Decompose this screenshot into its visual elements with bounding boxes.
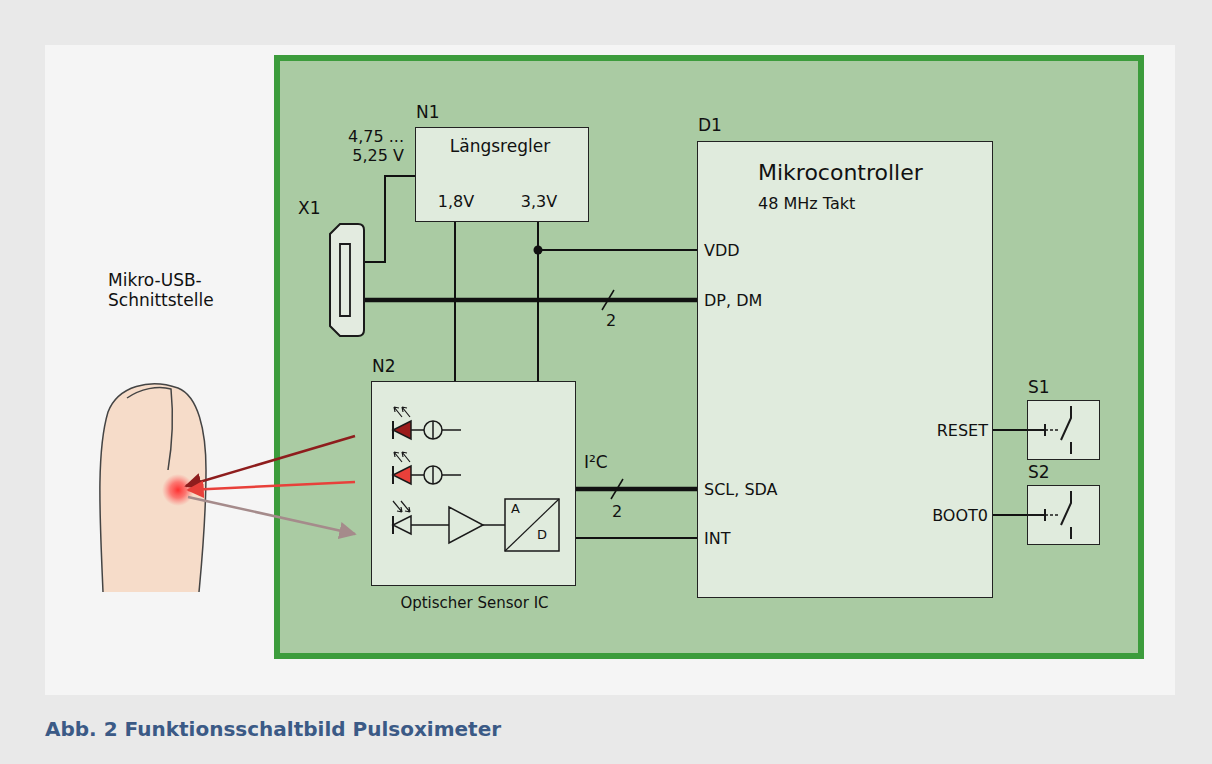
symbol-stroke: [393, 466, 411, 484]
block-title: Längsregler: [416, 136, 584, 156]
symbol-stroke: [505, 499, 559, 551]
part-name: S2: [1028, 462, 1050, 482]
finger-illustration: [100, 384, 206, 592]
symbol-stroke: [394, 452, 402, 462]
boot-switch-symbol: [1027, 485, 1100, 545]
symbol-stroke: [424, 466, 442, 484]
symbol-stroke: [1045, 429, 1059, 431]
wire: [538, 222, 697, 250]
symbol-stroke: [1045, 514, 1059, 516]
block-subtitle: 48 MHz Takt: [758, 194, 855, 213]
pin-label: VDD: [704, 241, 740, 260]
voltage-regulator: N1Längsregler1,8V3,3V: [415, 127, 589, 222]
figure-caption: Abb. 2 Funktionsschaltbild Pulsoximeter: [45, 717, 501, 741]
symbol-stroke: [394, 407, 402, 417]
reset-switch: S1: [1027, 400, 1100, 460]
usb-connector: X1: [326, 222, 366, 338]
pin-label: SCL, SDA: [704, 480, 778, 499]
symbol-stroke: [432, 466, 434, 484]
reset-switch-symbol: [1027, 400, 1100, 460]
symbol-stroke: [432, 421, 434, 439]
bus-name: I²C: [584, 452, 608, 472]
junction-dot: [534, 246, 543, 255]
wire: [993, 514, 1027, 516]
bus-slash: [602, 290, 614, 310]
optical-sensor: N2Optischer Sensor IC: [371, 381, 576, 586]
wire: [364, 176, 415, 262]
block-title: Mikrocontroller: [758, 160, 923, 186]
symbol-stroke: [402, 407, 410, 417]
wire: [993, 429, 1027, 431]
symbol-stroke: [393, 516, 411, 534]
symbol-stroke: [1027, 514, 1045, 516]
pin-label: BOOT0: [868, 506, 988, 525]
symbol-stroke: [392, 466, 394, 484]
boot-switch: S2: [1027, 485, 1100, 545]
symbol-stroke: [392, 516, 394, 534]
wire: [576, 537, 697, 539]
bus-slash: [611, 479, 623, 499]
symbol-stroke: [411, 429, 461, 431]
bus-width: 2: [606, 311, 616, 330]
symbol-stroke: [505, 499, 559, 551]
symbol-stroke: [401, 501, 410, 512]
converter-label: D: [537, 527, 547, 543]
pin-label: 1,8V: [426, 192, 486, 211]
light-ray: [186, 436, 355, 486]
bus-line: [576, 487, 697, 492]
symbol-stroke: [340, 244, 350, 316]
symbol-stroke: [411, 524, 505, 526]
light-ray: [188, 482, 355, 490]
pin-label: INT: [704, 529, 730, 548]
circuit-board: [277, 58, 1141, 656]
part-name: X1: [298, 198, 320, 218]
block-title: Optischer Sensor IC: [372, 594, 577, 612]
part-name: S1: [1028, 377, 1050, 397]
symbol-stroke: [424, 421, 442, 439]
microcontroller: D1Mikrocontroller48 MHz TaktVDDDP, DMSCL…: [697, 141, 993, 598]
symbol-stroke: [393, 501, 402, 512]
pin-label: 3,3V: [509, 192, 569, 211]
supply-voltage: 4,75 ... 5,25 V: [322, 127, 404, 165]
part-name: D1: [698, 115, 722, 135]
symbol-stroke: [449, 507, 483, 543]
optical-sensor-symbol: [371, 381, 576, 586]
part-name: N1: [416, 102, 440, 122]
symbol-stroke: [393, 421, 411, 439]
pin-label: DP, DM: [704, 291, 762, 310]
converter-label: A: [511, 501, 520, 517]
usb-connector-symbol: [326, 222, 366, 338]
symbol-stroke: [392, 421, 394, 439]
symbol-stroke: [411, 474, 461, 476]
pin-label: RESET: [868, 421, 988, 440]
light-ray: [188, 497, 355, 534]
symbol-stroke: [330, 224, 364, 336]
symbol-stroke: [402, 452, 410, 462]
bus-line: [364, 298, 697, 303]
symbol-stroke: [1027, 429, 1045, 431]
part-name: N2: [372, 356, 396, 376]
interface-label: Mikro-USB- Schnittstelle: [108, 270, 238, 311]
symbol-stroke: [1061, 491, 1071, 539]
symbol-stroke: [1061, 406, 1071, 454]
bus-width: 2: [612, 502, 622, 521]
panel: [45, 45, 1175, 695]
